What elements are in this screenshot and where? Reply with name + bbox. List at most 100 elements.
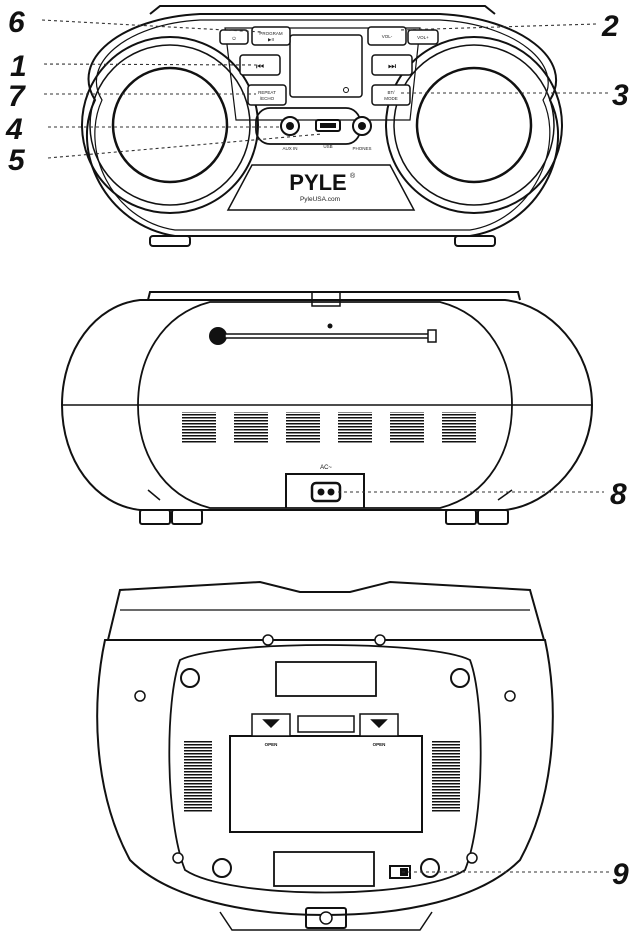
bottom-top-lip — [107, 580, 545, 641]
leader-6 — [41, 19, 263, 33]
left-speaker-grille — [111, 66, 229, 184]
bottom-inner-plate — [168, 644, 482, 894]
antenna-clip — [327, 323, 333, 329]
back-view — [60, 291, 594, 525]
callout-4: 4 — [5, 113, 23, 146]
right-speaker-grille — [415, 66, 533, 184]
battery-compartment[interactable] — [229, 735, 423, 833]
usb-port-core — [320, 123, 336, 128]
screw-5 — [172, 852, 184, 864]
vent-5 — [390, 412, 424, 444]
back-vents — [182, 412, 476, 444]
leader-1 — [43, 63, 257, 66]
front-body-inner — [94, 19, 551, 231]
screw-7 — [319, 911, 333, 925]
power-label: ⏻ — [232, 36, 236, 41]
vent-2 — [234, 412, 268, 444]
antenna-pivot — [209, 327, 227, 345]
vent-6 — [442, 412, 476, 444]
display-sensor — [343, 87, 349, 93]
vol-down-label: VOL- — [382, 34, 393, 39]
front-lower-cover — [226, 164, 416, 211]
ac-socket-pin-left — [317, 488, 325, 496]
left-speaker-ring — [81, 36, 259, 214]
bottom-body-outline — [96, 639, 554, 917]
callout-numbers: 6 2 1 7 3 4 5 8 9 — [5, 6, 629, 891]
next-button[interactable] — [371, 54, 413, 76]
ac-power-socket[interactable] — [310, 481, 342, 503]
bottom-foot-br — [420, 858, 440, 878]
back-foot-2 — [171, 509, 203, 525]
callout-8: 8 — [610, 478, 627, 511]
brand-url: PyleUSA.com — [300, 196, 340, 203]
battery-latch-left-arrow — [262, 719, 280, 729]
leader-2 — [399, 23, 597, 31]
vol-up-label: VOL+ — [417, 35, 429, 40]
vent-4 — [338, 412, 372, 444]
right-speaker-ring — [385, 36, 563, 214]
ac-symbol-label: AC~ — [320, 465, 332, 471]
open-label-right: OPEN — [373, 742, 386, 747]
aux-in-label: AUX IN — [282, 146, 297, 151]
right-speaker-ring-2 — [393, 44, 555, 206]
callout-2: 2 — [601, 10, 619, 43]
vol-down-button[interactable] — [367, 26, 407, 46]
screw-4 — [374, 634, 386, 646]
antenna-tip — [427, 329, 437, 343]
screw-2 — [504, 690, 516, 702]
repeat-label: REPEAT — [258, 90, 276, 95]
bottom-handle-bracket — [305, 907, 347, 929]
back-foot-1 — [139, 509, 171, 525]
phones-label: PHONES — [352, 146, 371, 151]
screw-6 — [466, 852, 478, 864]
center-panel — [224, 27, 421, 121]
vent-3 — [286, 412, 320, 444]
callout-1: 1 — [10, 50, 27, 83]
battery-latches — [251, 713, 399, 737]
ac-socket-area: AC~ — [285, 465, 365, 508]
display-screen — [289, 34, 363, 98]
front-buttons — [219, 26, 439, 106]
bottom-vent-right — [432, 740, 460, 812]
vent-1 — [182, 412, 216, 444]
bt-label: BT/ — [387, 90, 395, 95]
prev-label: ⏮ — [256, 62, 264, 72]
vol-up-button[interactable] — [407, 29, 439, 45]
front-foot-left — [149, 235, 191, 247]
front-button-labels: ⏻ PROGRAM ▶II VOL- VOL+ ⏮ ⏭ REPEAT /ECHO… — [232, 31, 429, 101]
program-sub-label: ▶II — [268, 37, 274, 42]
brand-logo: PYLE — [289, 170, 346, 195]
back-foot-4 — [477, 509, 509, 525]
battery-latch-right-arrow — [370, 719, 388, 729]
brand-registered-mark: ® — [350, 172, 356, 180]
bt-sub-label: MODE — [384, 96, 398, 101]
back-cover-panel — [137, 301, 513, 509]
callout-9: 9 — [612, 858, 629, 891]
bottom-view — [96, 580, 554, 931]
prev-button[interactable] — [239, 54, 281, 76]
bottom-foot-tl — [180, 668, 200, 688]
leader-lines — [41, 19, 612, 873]
left-speaker-ring-2 — [89, 44, 251, 206]
open-label-left: OPEN — [265, 742, 278, 747]
bottom-screws — [134, 634, 516, 925]
callout-7: 7 — [8, 80, 26, 113]
repeat-echo-button[interactable] — [247, 84, 287, 106]
front-view — [81, 5, 563, 247]
program-label: PROGRAM — [259, 31, 283, 36]
bt-mode-button[interactable] — [371, 84, 411, 106]
antenna-rod — [224, 333, 431, 339]
screw-1 — [134, 690, 146, 702]
bottom-label-bottom — [273, 851, 375, 887]
front-foot-right — [454, 235, 496, 247]
ac-socket-pin-right — [327, 488, 335, 496]
bottom-vent-left — [184, 740, 212, 812]
ac-socket-recess — [285, 473, 365, 508]
callout-5: 5 — [8, 144, 26, 177]
program-play-button[interactable] — [251, 26, 291, 46]
top-handle — [149, 5, 496, 15]
callout-3: 3 — [612, 79, 629, 112]
bottom-feet — [180, 668, 470, 878]
